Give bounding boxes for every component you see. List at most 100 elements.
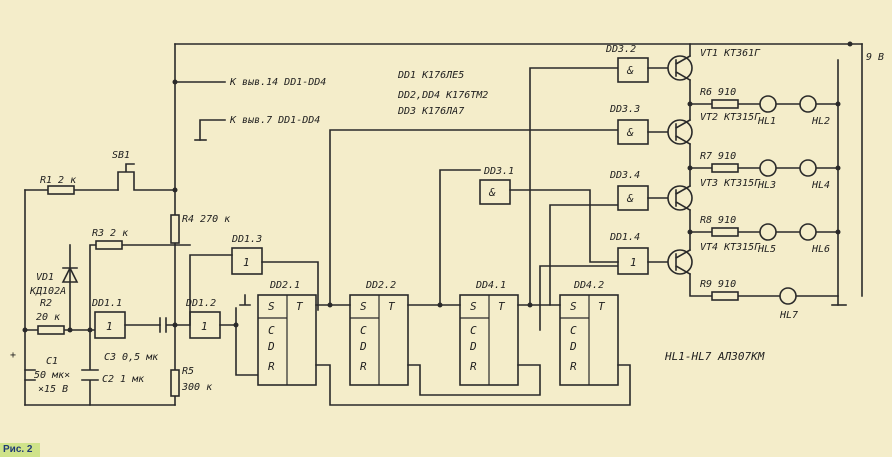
dd32-gate bbox=[617, 57, 649, 83]
dd21-label: DD2.1 bbox=[269, 280, 300, 291]
dd12-label: DD1.2 bbox=[185, 298, 216, 309]
dd13-gate bbox=[231, 247, 263, 275]
dd42-label: DD4.2 bbox=[573, 280, 604, 291]
dd22-r: R bbox=[360, 360, 367, 373]
dd22-label: DD2.2 bbox=[365, 280, 396, 291]
ff-feedback bbox=[315, 364, 631, 406]
r3-resistor bbox=[95, 240, 123, 250]
dd42-c: C bbox=[570, 324, 577, 337]
note-power14: К выв.14 DD1-DD4 bbox=[229, 77, 326, 88]
note-dd1: DD1 К176ЛЕ5 bbox=[397, 70, 464, 81]
dd33-label: DD3.3 bbox=[609, 104, 640, 115]
vt4-transistor bbox=[667, 248, 693, 276]
note-dd3: DD3 К176ЛА7 bbox=[397, 106, 464, 117]
note-leds: HL1-HL7 АЛ307КМ bbox=[664, 350, 765, 363]
dd41-label: DD4.1 bbox=[475, 280, 506, 291]
vt3-transistor bbox=[667, 184, 693, 212]
vd1-type: КД102А bbox=[29, 286, 66, 297]
r4-resistor bbox=[170, 214, 180, 244]
led-row-2 bbox=[759, 159, 817, 177]
wire-dd32-in bbox=[529, 67, 619, 306]
c2-label: C2 1 мк bbox=[102, 374, 145, 385]
dd41-c: C bbox=[470, 324, 477, 337]
dd14-gate bbox=[617, 247, 649, 275]
dd13-symbol: 1 bbox=[243, 256, 250, 269]
r4-label: R4 270 к bbox=[182, 214, 231, 225]
dd42-r: R bbox=[570, 360, 577, 373]
c1-plus: + bbox=[10, 350, 16, 361]
vt4-label: VT4 КТ315Г bbox=[700, 242, 761, 253]
r9-label: R9 910 bbox=[700, 279, 736, 290]
dd21-t: T bbox=[296, 300, 304, 313]
dd42-t: T bbox=[598, 300, 606, 313]
vt2-transistor bbox=[667, 118, 693, 146]
supply-label: 9 В bbox=[866, 52, 884, 63]
r2-label: R2 bbox=[40, 298, 52, 309]
dd12-symbol: 1 bbox=[201, 320, 208, 333]
dd21-r: R bbox=[268, 360, 275, 373]
vt1-transistor bbox=[667, 54, 693, 82]
hl1-label: HL1 bbox=[757, 116, 776, 127]
dd22-div bbox=[350, 295, 380, 385]
r5-value: 300 к bbox=[181, 382, 213, 393]
r6-label: R6 910 bbox=[700, 87, 736, 98]
dd41-d: D bbox=[469, 340, 477, 353]
c1-label: C1 bbox=[46, 356, 58, 367]
vd1-label: VD1 bbox=[36, 272, 54, 283]
sb1-switch bbox=[117, 163, 176, 191]
dd11-label: DD1.1 bbox=[91, 298, 122, 309]
c1-voltage: ×15 В bbox=[38, 384, 68, 395]
r1-label: R1 2 к bbox=[40, 175, 77, 186]
c1-capacitor bbox=[24, 369, 36, 381]
wire-dd33-in bbox=[329, 129, 619, 306]
wire-dd14-in bbox=[539, 265, 619, 331]
r3-label: R3 2 к bbox=[92, 228, 129, 239]
vt3-label: VT3 КТ315Г bbox=[700, 178, 761, 189]
sb1-label: SB1 bbox=[112, 150, 130, 161]
dd41-r: R bbox=[470, 360, 477, 373]
wire-dd31-in bbox=[439, 169, 481, 306]
c3-label: C3 0,5 мк bbox=[104, 352, 159, 363]
r5-label: R5 bbox=[182, 366, 194, 377]
r7-label: R7 910 bbox=[700, 151, 736, 162]
dd14-label: DD1.4 bbox=[609, 232, 640, 243]
dd42-div bbox=[560, 295, 590, 385]
dd41-t: T bbox=[498, 300, 506, 313]
junction-dots bbox=[22, 41, 853, 333]
dd32-symbol: & bbox=[626, 64, 634, 77]
hl3-label: HL3 bbox=[757, 180, 776, 191]
hl2-label: HL2 bbox=[811, 116, 830, 127]
vt2-label: VT2 КТ315Г bbox=[700, 112, 761, 123]
wire-dd34-in bbox=[549, 204, 619, 306]
power7-lead bbox=[199, 119, 226, 141]
dd14-symbol: 1 bbox=[630, 256, 637, 269]
dd13-label: DD1.3 bbox=[231, 234, 262, 245]
dd22-t: T bbox=[388, 300, 396, 313]
r8-label: R8 910 bbox=[700, 215, 736, 226]
led-row-1 bbox=[759, 95, 817, 113]
r2-resistor bbox=[37, 325, 65, 335]
r1-resistor bbox=[47, 185, 75, 195]
r6-resistor bbox=[711, 99, 739, 109]
figure-label: Рис. 2 bbox=[0, 443, 40, 457]
r8-resistor bbox=[711, 227, 739, 237]
led-row-4 bbox=[779, 287, 797, 305]
dd34-label: DD3.4 bbox=[609, 170, 640, 181]
dd41-div bbox=[460, 295, 490, 385]
dd34-symbol: & bbox=[626, 192, 634, 205]
dd13-wires bbox=[189, 254, 319, 326]
note-power7: К выв.7 DD1-DD4 bbox=[229, 115, 320, 126]
dd33-symbol: & bbox=[626, 126, 634, 139]
dd22-c: C bbox=[360, 324, 367, 337]
dd11-symbol: 1 bbox=[106, 320, 113, 333]
dd22-s: S bbox=[360, 300, 367, 313]
r7-resistor bbox=[711, 163, 739, 173]
note-dd2dd4: DD2,DD4 К176ТМ2 bbox=[397, 90, 488, 101]
c3-capacitor bbox=[159, 317, 191, 333]
vt1-label: VT1 КТ361Г bbox=[700, 48, 761, 59]
dd42-s: S bbox=[570, 300, 577, 313]
gate-outputs bbox=[647, 67, 669, 263]
hl6-label: HL6 bbox=[811, 244, 830, 255]
dd31-symbol: & bbox=[488, 186, 496, 199]
